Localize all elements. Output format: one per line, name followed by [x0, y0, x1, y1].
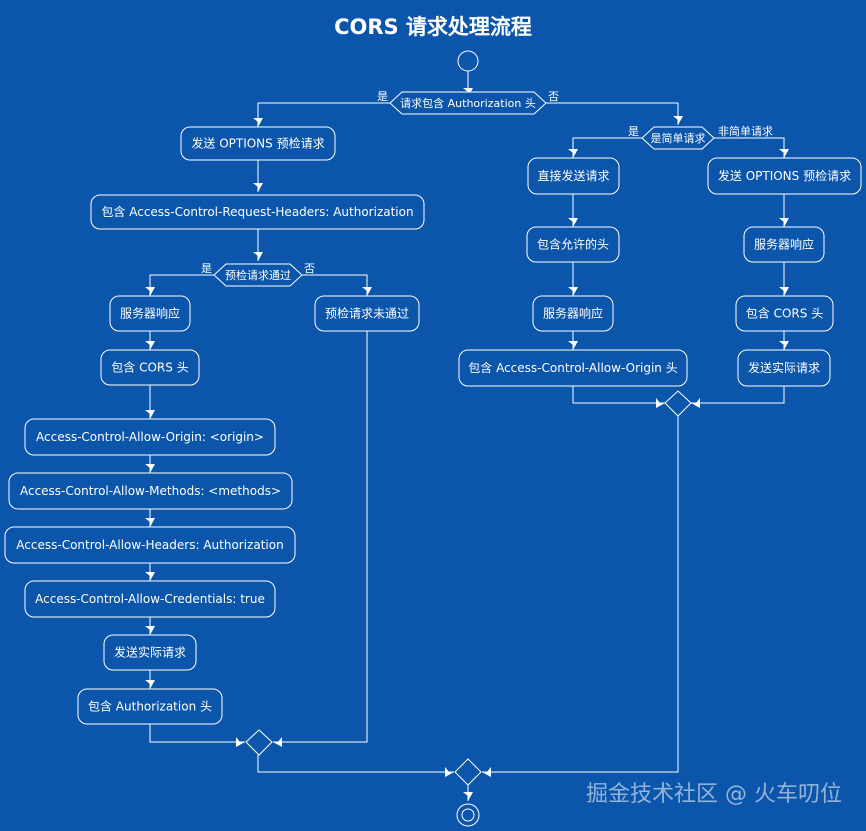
activity-include-acao-simple: 包含 Access-Control-Allow-Origin 头 — [458, 349, 688, 387]
decision-auth-header: 请求包含 Authorization 头 是 否 — [377, 90, 559, 115]
activity-preflight-failed: 预检请求未通过 — [314, 295, 420, 332]
start-node — [457, 50, 479, 72]
watermark: 掘金技术社区 @ 火车叨位 — [586, 782, 842, 807]
activity-send-actual-auth: 发送实际请求 — [103, 634, 197, 671]
edge-preflight-yes — [149, 274, 214, 296]
arrowheads — [145, 88, 789, 801]
decision-preflight-pass-no: 否 — [304, 262, 315, 275]
svg-text:预检请求未通过: 预检请求未通过 — [325, 306, 409, 321]
svg-text:发送实际请求: 发送实际请求 — [114, 645, 186, 660]
decision-simple-request-label: 是简单请求 — [651, 131, 706, 145]
svg-text:发送 OPTIONS 预检请求: 发送 OPTIONS 预检请求 — [191, 136, 324, 151]
decision-preflight-pass: 预检请求通过 是 否 — [201, 262, 315, 287]
merge-right-diamond — [664, 390, 692, 417]
edge-right-merge-to-final — [482, 416, 679, 773]
activity-acac-true: Access-Control-Allow-Credentials: true — [24, 580, 276, 618]
svg-text:Access-Control-Allow-Origin: <: Access-Control-Allow-Origin: <origin> — [36, 430, 264, 444]
activity-send-direct: 直接发送请求 — [527, 157, 620, 195]
end-node — [456, 803, 480, 827]
decision-preflight-pass-label: 预检请求通过 — [225, 268, 291, 282]
activity-server-response-ok: 服务器响应 — [109, 295, 191, 332]
activity-server-response-nonsimple: 服务器响应 — [743, 226, 825, 263]
svg-text:包含允许的头: 包含允许的头 — [537, 237, 609, 252]
edge-acao-to-right-merge — [572, 386, 665, 404]
svg-text:包含 CORS 头: 包含 CORS 头 — [746, 306, 823, 321]
edge-auth-yes — [257, 102, 390, 127]
svg-text:发送实际请求: 发送实际请求 — [748, 360, 820, 375]
activity-include-auth-header: 包含 Authorization 头 — [77, 688, 223, 725]
edge-left-merge-to-final — [257, 755, 454, 773]
svg-text:Access-Control-Allow-Credentia: Access-Control-Allow-Credentials: true — [35, 592, 265, 606]
svg-text:Access-Control-Allow-Headers:: Access-Control-Allow-Headers: Authorizat… — [16, 538, 283, 552]
svg-text:包含 Access-Control-Allow-Origin: 包含 Access-Control-Allow-Origin 头 — [468, 360, 677, 375]
activity-send-options-auth: 发送 OPTIONS 预检请求 — [180, 126, 336, 161]
activity-acao-origin: Access-Control-Allow-Origin: <origin> — [24, 418, 276, 456]
svg-text:包含 CORS 头: 包含 CORS 头 — [111, 360, 188, 375]
decision-simple-request-yes: 是 — [628, 125, 639, 138]
decision-simple-request: 是简单请求 是 非简单请求 — [628, 124, 773, 150]
activity-acam-methods: Access-Control-Allow-Methods: <methods> — [8, 472, 293, 510]
activity-include-acrh: 包含 Access-Control-Request-Headers: Autho… — [90, 194, 425, 230]
decision-preflight-pass-yes: 是 — [201, 262, 212, 275]
decision-auth-header-yes: 是 — [377, 90, 388, 103]
svg-text:Access-Control-Allow-Methods:: Access-Control-Allow-Methods: <methods> — [20, 484, 281, 498]
decision-auth-header-no: 否 — [548, 90, 559, 103]
activity-include-cors-nonsimple: 包含 CORS 头 — [735, 295, 834, 332]
edge-simple-yes — [572, 137, 642, 158]
decision-auth-header-label: 请求包含 Authorization 头 — [400, 96, 536, 110]
svg-text:服务器响应: 服务器响应 — [120, 306, 180, 321]
edge-preflight-no — [302, 274, 368, 296]
activity-include-allowed-header: 包含允许的头 — [526, 226, 620, 263]
svg-text:发送 OPTIONS 预检请求: 发送 OPTIONS 预检请求 — [718, 168, 851, 183]
edge-auth-no — [546, 102, 679, 125]
merge-final-diamond — [454, 758, 482, 786]
edge-send-to-right-merge — [691, 386, 785, 404]
edge-simple-no — [714, 137, 785, 158]
activity-acah-auth: Access-Control-Allow-Headers: Authorizat… — [4, 526, 296, 564]
activity-server-response-simple: 服务器响应 — [532, 295, 614, 332]
svg-text:包含 Authorization 头: 包含 Authorization 头 — [88, 699, 212, 714]
edge-failed-to-merge — [273, 331, 368, 743]
edge-authhdr-to-merge — [149, 724, 245, 743]
decision-simple-request-no: 非简单请求 — [718, 124, 773, 138]
activity-include-cors-ok: 包含 CORS 头 — [100, 349, 200, 386]
activity-send-actual-nonsimple: 发送实际请求 — [737, 349, 831, 387]
svg-text:服务器响应: 服务器响应 — [543, 306, 603, 321]
merge-left-diamond — [245, 729, 273, 756]
activity-send-options-nonsimple: 发送 OPTIONS 预检请求 — [707, 157, 862, 195]
svg-text:直接发送请求: 直接发送请求 — [537, 168, 609, 183]
svg-text:包含 Access-Control-Request-Head: 包含 Access-Control-Request-Headers: Autho… — [101, 204, 413, 219]
diagram-title: CORS 请求处理流程 — [334, 15, 532, 39]
svg-text:服务器响应: 服务器响应 — [754, 237, 814, 252]
